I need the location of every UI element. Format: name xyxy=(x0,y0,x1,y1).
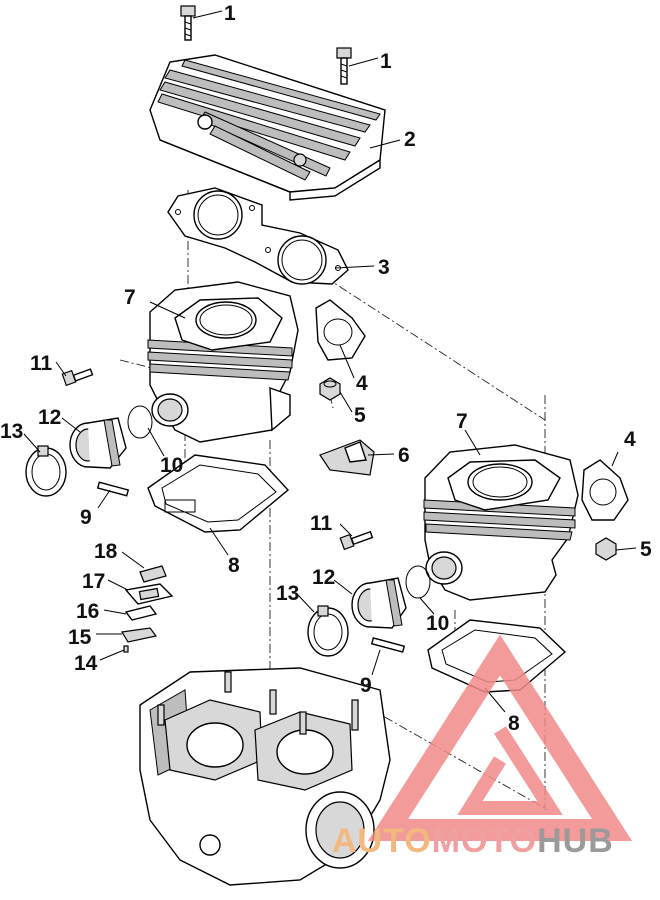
svg-text:AUTOMOTOHUB: AUTOMOTOHUB xyxy=(332,822,614,860)
callout-9-stud-left: 9 xyxy=(80,506,92,529)
watermark-auto: AUTO xyxy=(332,822,432,860)
cylinder-left xyxy=(147,281,299,443)
reed-valve-parts xyxy=(121,565,174,653)
base-gasket-left xyxy=(147,454,290,533)
cylinder-right xyxy=(423,444,579,601)
callout-10-o-ring-left: 10 xyxy=(160,454,183,477)
watermark-logo xyxy=(367,634,633,841)
stud-left xyxy=(96,481,130,497)
callout-17: 17 xyxy=(82,570,105,593)
head-gasket xyxy=(167,187,349,285)
stud-right xyxy=(370,637,406,653)
crankcase xyxy=(139,667,391,886)
callout-6-bracket: 6 xyxy=(398,444,410,467)
callout-16: 16 xyxy=(76,600,99,623)
callout-4-exhaust-gasket-left: 4 xyxy=(356,372,368,395)
callout-5-nut-right: 5 xyxy=(640,538,652,561)
watermark-text: AUTOMOTOHUB xyxy=(332,822,614,860)
exhaust-gasket-right xyxy=(581,459,629,521)
head-bolt-left xyxy=(180,5,196,41)
intake-flange-right xyxy=(351,577,407,629)
screw-left xyxy=(61,368,94,387)
callout-11-screw-left: 11 xyxy=(30,352,53,375)
callout-4-exhaust-gasket-right: 4 xyxy=(624,428,636,451)
callout-1-head-bolt-left: 1 xyxy=(224,2,236,25)
callout-10-o-ring-right: 10 xyxy=(426,612,449,635)
callout-14: 14 xyxy=(74,652,98,675)
watermark-hub: HUB xyxy=(537,822,614,860)
callout-7-cylinder-left: 7 xyxy=(124,286,136,309)
watermark-moto: MOTO xyxy=(432,822,537,860)
callout-12-flange-left: 12 xyxy=(38,406,61,429)
callout-13-clamp-right: 13 xyxy=(276,582,299,605)
nut-left xyxy=(319,377,341,401)
head-bolt-right xyxy=(336,47,352,85)
o-ring-left xyxy=(127,405,153,439)
exhaust-gasket-left xyxy=(315,299,366,361)
callout-8-base-gasket-left: 8 xyxy=(228,554,240,577)
callout-1-head-bolt-right: 1 xyxy=(380,50,392,73)
callout-18: 18 xyxy=(94,540,118,563)
callout-5-nut-left: 5 xyxy=(354,404,366,427)
callout-9-stud-right: 9 xyxy=(360,674,372,697)
cylinder-head xyxy=(149,54,386,201)
leader-lines xyxy=(23,10,637,713)
intake-flange-left xyxy=(69,417,127,469)
callout-11-screw-right: 11 xyxy=(310,512,333,535)
callout-8-base-gasket-right: 8 xyxy=(508,712,520,735)
callout-3-head-gasket: 3 xyxy=(378,256,390,279)
callout-15: 15 xyxy=(68,626,92,649)
clamp-left xyxy=(25,445,67,497)
callout-7-cylinder-right: 7 xyxy=(456,410,468,433)
callout-13-clamp-left: 13 xyxy=(0,420,23,443)
callout-labels: 1 1 2 3 4 4 5 5 6 7 7 8 8 9 9 10 10 11 1… xyxy=(0,2,652,735)
o-ring-right xyxy=(405,565,431,599)
screw-right xyxy=(339,530,374,551)
callout-2-cylinder-head: 2 xyxy=(404,128,416,151)
clamp-right xyxy=(307,605,349,657)
bracket xyxy=(319,439,375,476)
callout-12-flange-right: 12 xyxy=(312,566,335,589)
nut-right xyxy=(595,537,617,561)
